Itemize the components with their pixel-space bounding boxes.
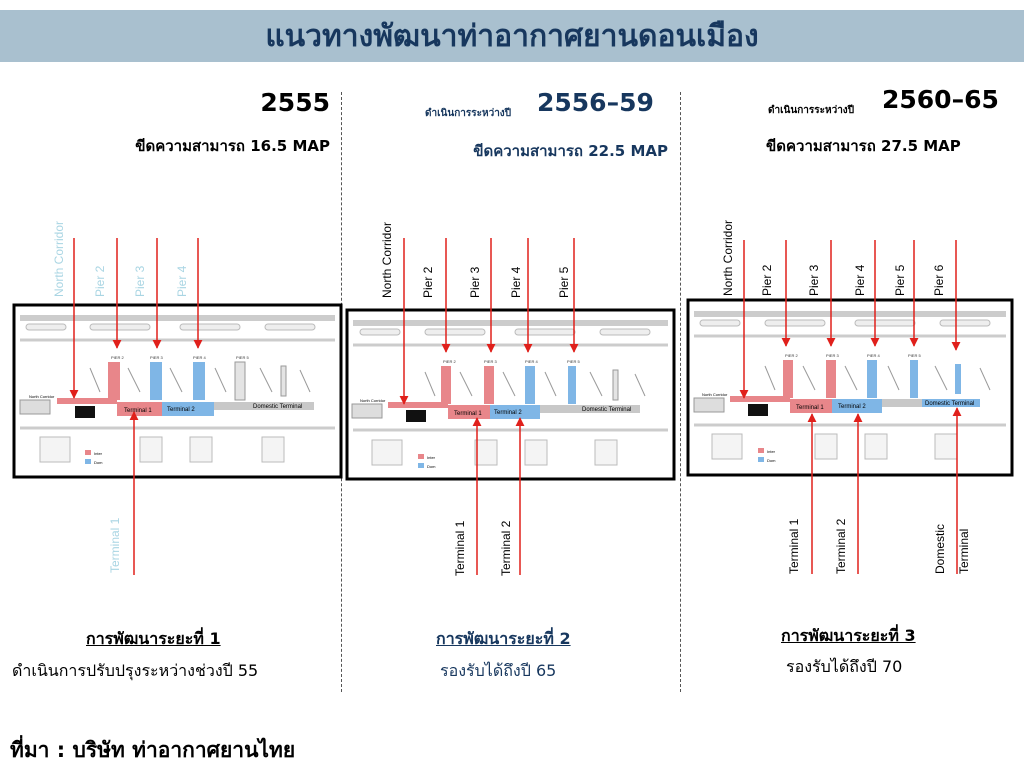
- svg-text:PIER 2: PIER 2: [111, 355, 124, 360]
- panel-1-label-north: North Corridor: [52, 221, 66, 297]
- panel-3-label-t1: Terminal 1: [787, 518, 801, 574]
- panel-1-map-dom: Domestic Terminal: [253, 404, 302, 410]
- panel-2-label-t2: Terminal 2: [499, 520, 513, 576]
- panel-2-label-north: North Corridor: [380, 222, 394, 298]
- panel-1-map: PIER 2 PIER 3 PIER 4 PIER 5 North Corrid…: [12, 303, 343, 479]
- panel-1-label-pier3: Pier 3: [133, 265, 147, 297]
- panel-3-label-pier5: Pier 5: [893, 264, 907, 296]
- panel-3-label-pier3: Pier 3: [807, 264, 821, 296]
- panel-3-detail: รองรับได้ถึงปี 70: [786, 657, 903, 676]
- panel-2-phase: การพัฒนาระยะที่ 2: [436, 629, 571, 648]
- panel-2-map-north: North Corridor: [360, 398, 386, 403]
- panel-2-label-pier4: Pier 4: [509, 266, 523, 298]
- panel-1-annotations: North Corridor Pier 2 Pier 3 Pier 4 Term…: [52, 221, 203, 575]
- panel-2-label-pier2: Pier 2: [421, 266, 435, 298]
- svg-text:PIER 3: PIER 3: [150, 355, 163, 360]
- panel-1-year: 2555: [260, 88, 330, 117]
- panel-1-legend-dom: Dom: [94, 460, 103, 465]
- panel-2-label-pier3: Pier 3: [468, 266, 482, 298]
- panel-3-label-pier4: Pier 4: [853, 264, 867, 296]
- panel-1-label-t1: Terminal 1: [108, 517, 122, 573]
- panel-3-year: 2560–65: [882, 85, 999, 114]
- panel-1-map-t1: Terminal 1: [124, 408, 152, 414]
- panel-2-map: PIER 2 PIER 3 PIER 4 PIER 5 North Corrid…: [345, 308, 676, 481]
- panel-2-label-t1: Terminal 1: [453, 520, 467, 576]
- panel-3-map-north: North Corridor: [702, 392, 728, 397]
- svg-text:PIER 4: PIER 4: [525, 359, 538, 364]
- panel-1-label-pier2: Pier 2: [93, 265, 107, 297]
- panel-2-year: 2556–59: [537, 88, 654, 117]
- panel-2-legend-dom: Dom: [427, 464, 436, 469]
- svg-text:PIER 2: PIER 2: [443, 359, 456, 364]
- panel-2-capacity: ขีดความสามารถ 22.5 MAP: [473, 142, 668, 160]
- panel-3-year-prefix: ดำเนินการระหว่างปี: [768, 105, 855, 116]
- panel-3-label-terminal: Terminal: [957, 529, 971, 574]
- page-title: แนวทางพัฒนาท่าอากาศยานดอนเมือง: [265, 18, 759, 54]
- panel-3-pier5-label: PIER 5: [908, 353, 921, 358]
- divider-2: [680, 92, 681, 692]
- panel-1-capacity: ขีดความสามารถ 16.5 MAP: [135, 137, 330, 155]
- panel-3-annotations: North Corridor Pier 2 Pier 3 Pier 4 Pier…: [721, 220, 971, 574]
- panel-3-label-t2: Terminal 2: [834, 518, 848, 574]
- svg-text:PIER 4: PIER 4: [193, 355, 206, 360]
- panel-1-map-t2: Terminal 2: [167, 407, 195, 413]
- panel-3-map-t2: Terminal 2: [838, 404, 866, 410]
- panel-3-legend-dom: Dom: [767, 458, 776, 463]
- panel-3-capacity: ขีดความสามารถ 27.5 MAP: [766, 137, 961, 155]
- panel-2-map-t2: Terminal 2: [494, 410, 522, 416]
- panel-1-map-north: North Corridor: [29, 394, 55, 399]
- panel-3-legend-inter: Inter: [767, 449, 776, 454]
- panel-2-label-pier5: Pier 5: [557, 266, 571, 298]
- source-note: ที่มา : บริษัท ท่าอากาศยานไทย: [10, 738, 296, 762]
- title-bar: แนวทางพัฒนาท่าอากาศยานดอนเมือง: [0, 10, 1024, 62]
- panel-1-pier5-label: PIER 5: [236, 355, 249, 360]
- panel-3-map-dom: Domestic Terminal: [925, 401, 974, 407]
- panel-3-label-pier6: Pier 6: [932, 264, 946, 296]
- panel-3-label-pier2: Pier 2: [760, 264, 774, 296]
- panel-3-map: PIER 2 PIER 3 PIER 4 PIER 5 North Corrid…: [686, 298, 1014, 477]
- panel-2-legend-inter: Inter: [427, 455, 436, 460]
- panel-3-map-t1: Terminal 1: [796, 405, 824, 411]
- panel-2-year-prefix: ดำเนินการระหว่างปี: [425, 108, 512, 119]
- panel-1-label-pier4: Pier 4: [175, 265, 189, 297]
- panel-1-phase: การพัฒนาระยะที่ 1: [86, 629, 221, 648]
- panel-1-legend-inter: Inter: [94, 451, 103, 456]
- panel-2-annotations: North Corridor Pier 2 Pier 3 Pier 4 Pier…: [380, 222, 579, 576]
- svg-text:PIER 3: PIER 3: [826, 353, 839, 358]
- svg-text:PIER 2: PIER 2: [785, 353, 798, 358]
- panel-2-pier5-label: PIER 5: [567, 359, 580, 364]
- panel-3-label-north: North Corridor: [721, 220, 735, 296]
- panel-3-phase: การพัฒนาระยะที่ 3: [781, 626, 916, 645]
- svg-text:PIER 4: PIER 4: [867, 353, 880, 358]
- panel-3-label-domestic: Domestic: [933, 524, 947, 574]
- panel-1-detail: ดำเนินการปรับปรุงระหว่างช่วงปี 55: [12, 661, 259, 680]
- panel-2-detail: รองรับได้ถึงปี 65: [440, 661, 557, 680]
- svg-text:PIER 3: PIER 3: [484, 359, 497, 364]
- panel-2-map-t1: Terminal 1: [454, 411, 482, 417]
- panel-2-map-dom: Domestic Terminal: [582, 407, 631, 413]
